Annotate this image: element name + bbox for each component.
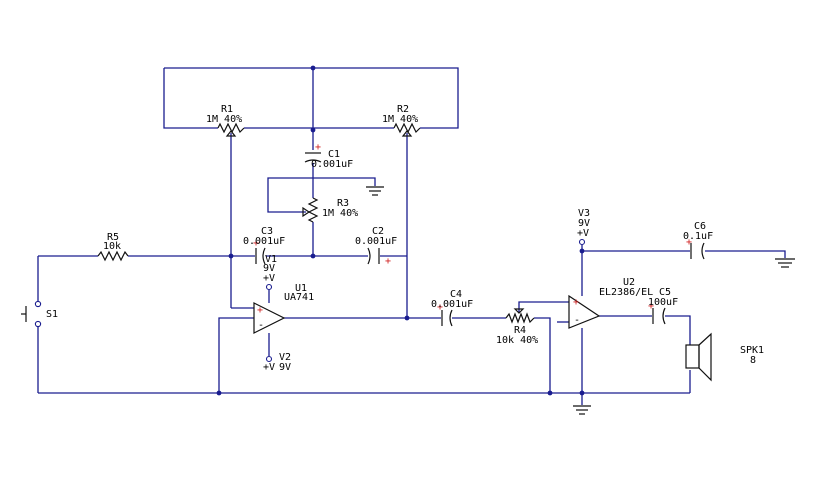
ground-icon	[573, 405, 591, 415]
u2-plus-pin: +	[573, 297, 579, 308]
v2-value: 9V	[279, 362, 291, 373]
junction-dot	[228, 253, 234, 259]
wiper-arrow-icon	[225, 130, 237, 137]
spk1-ref: SPK1	[740, 345, 764, 356]
r5-value: 10k	[103, 241, 121, 252]
c2-ref: C2	[372, 226, 384, 237]
v1-symbol: +V	[263, 273, 275, 284]
junction-dot	[579, 248, 585, 254]
c3-plus-mark: +	[253, 238, 259, 249]
c1-plus-mark: +	[315, 142, 321, 153]
u2-minus-pin: -	[574, 315, 580, 326]
c5-value: 100uF	[648, 297, 678, 308]
u2-ref: U2	[623, 277, 635, 288]
r1-value: 1M 40%	[206, 114, 242, 125]
junction-dot	[547, 390, 553, 396]
c4-plus-mark: +	[437, 302, 443, 313]
resistor-r3[interactable]: R3 1M 40%	[302, 197, 358, 223]
ground-icon	[366, 186, 384, 196]
junction-dot	[310, 127, 316, 133]
c5-plus-mark: +	[648, 301, 654, 312]
capacitor-c4[interactable]: + C4 0.001uF	[431, 289, 473, 327]
u2-value: EL2386/EL	[599, 287, 653, 298]
resistor-r1[interactable]: R1 1M 40%	[206, 104, 245, 137]
resistor-r4[interactable]: R4 10k 40%	[496, 308, 538, 346]
capacitor-c5[interactable]: + C5 100uF	[648, 287, 678, 325]
u1-plus-pin: +	[257, 305, 263, 316]
v3-value: 9V	[578, 218, 590, 229]
capacitor-c2[interactable]: + C2 0.001uF	[355, 226, 397, 267]
u1-ref: U1	[295, 283, 307, 294]
wiper-arrow-icon	[401, 130, 413, 137]
r5-ref: R5	[107, 232, 119, 243]
v1-value: 9V	[263, 263, 275, 274]
ground-icon	[775, 258, 795, 268]
c2-plus-mark: +	[385, 256, 391, 267]
junction-dot	[579, 390, 585, 396]
switch-s1[interactable]: S1	[21, 300, 58, 328]
u1-value: UA741	[284, 292, 314, 303]
wiper-arrow-icon	[302, 206, 311, 218]
c2-value: 0.001uF	[355, 236, 397, 247]
resistor-r5[interactable]: R5 10k	[97, 232, 129, 262]
r2-value: 1M 40%	[382, 114, 418, 125]
capacitor-c1[interactable]: + C1 0.001uF	[304, 142, 353, 170]
speaker-spk1[interactable]: SPK1 8	[685, 332, 764, 382]
junction-dot	[404, 315, 410, 321]
c4-ref: C4	[450, 289, 462, 300]
v2-ref: V2	[279, 352, 291, 363]
junction-dot	[310, 253, 316, 259]
supply-v1[interactable]: V1 9V +V	[263, 254, 277, 291]
c5-ref: C5	[659, 287, 671, 298]
opamp-u1[interactable]: + - U1 UA741	[253, 283, 314, 334]
capacitor-c6[interactable]: + C6 0.1uF	[683, 221, 713, 260]
resistor-r2[interactable]: R2 1M 40%	[382, 104, 421, 137]
junction-dots	[216, 65, 585, 396]
s1-ref: S1	[46, 309, 58, 320]
capacitor-c3[interactable]: + C3 0.001uF	[243, 226, 285, 265]
spk1-value: 8	[750, 355, 756, 366]
u1-minus-pin: -	[258, 320, 264, 331]
v2-symbol: +V	[263, 362, 275, 373]
v3-ref: V3	[578, 208, 590, 219]
supply-v3[interactable]: V3 9V +V	[577, 208, 590, 246]
r3-ref: R3	[337, 198, 349, 209]
r4-ref: R4	[514, 325, 526, 336]
amplifier-u2[interactable]: + - U2 EL2386/EL	[568, 277, 653, 329]
supply-v2[interactable]: V2 +V 9V	[263, 352, 291, 373]
c1-ref: C1	[328, 149, 340, 160]
c3-value: 0.001uF	[243, 236, 285, 247]
r4-value: 10k 40%	[496, 335, 538, 346]
wires	[37, 67, 786, 405]
c3-ref: C3	[261, 226, 273, 237]
r2-ref: R2	[397, 104, 409, 115]
r1-ref: R1	[221, 104, 233, 115]
junction-dot	[310, 65, 316, 71]
v1-ref: V1	[265, 254, 277, 265]
c6-value: 0.1uF	[683, 231, 713, 242]
r3-value: 1M 40%	[322, 208, 358, 219]
junction-dot	[216, 390, 222, 396]
v3-symbol: +V	[577, 228, 589, 239]
wiper-arrow-icon	[513, 308, 525, 314]
c6-ref: C6	[694, 221, 706, 232]
c1-value: 0.001uF	[311, 159, 353, 170]
c4-value: 0.001uF	[431, 299, 473, 310]
c6-plus-mark: +	[686, 237, 692, 248]
